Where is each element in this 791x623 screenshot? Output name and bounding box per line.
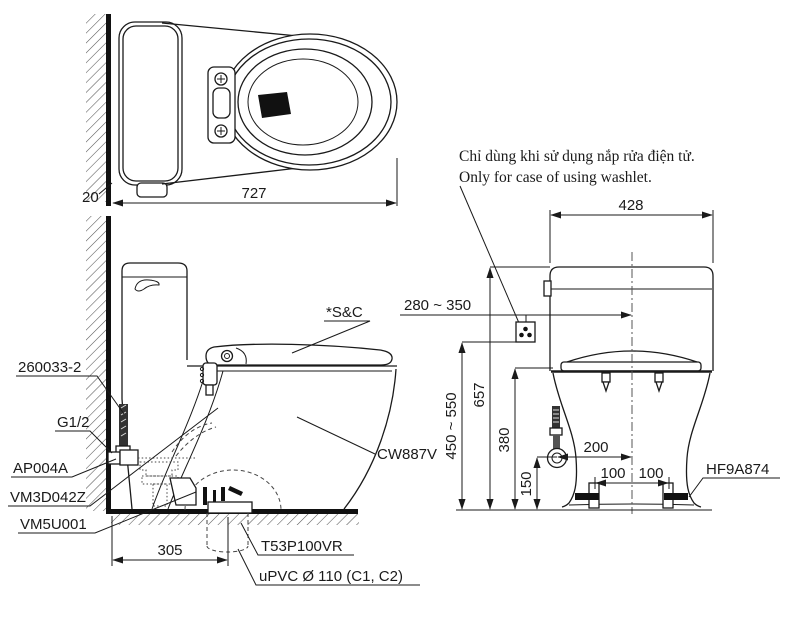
top-view: 727 20	[82, 14, 398, 207]
power-outlet-icon	[515, 321, 536, 343]
label-stop-valve: AP004A	[11, 458, 117, 478]
note-leader	[459, 185, 520, 324]
dim-100-right-text: 100	[638, 465, 663, 482]
wall-hatch	[86, 14, 107, 202]
dim-supply-offset: 200	[537, 439, 632, 461]
dim-305-text: 305	[157, 542, 182, 559]
dim-outlet-offset: 280 ~ 350	[400, 297, 632, 322]
dim-tank-width: 428	[549, 197, 714, 263]
svg-text:CW887V: CW887V	[377, 446, 437, 463]
toilet-top-view	[118, 21, 398, 198]
dim-150-text: 150	[518, 471, 535, 496]
flush-button-top	[258, 92, 291, 118]
dim-supply-height: 150	[518, 457, 541, 510]
svg-text:*S&C: *S&C	[326, 304, 363, 321]
toilet-front-view	[515, 252, 714, 514]
label-thread-size: G1/2	[55, 414, 113, 454]
svg-text:HF9A874: HF9A874	[706, 461, 769, 478]
label-seat-washlet: *S&C	[291, 304, 371, 354]
svg-text:VM3D042Z: VM3D042Z	[10, 489, 86, 506]
dim-428-text: 428	[618, 197, 643, 214]
dim-727-text: 727	[241, 185, 266, 202]
part-labels: 260033-2 G1/2 AP004A VM3D042Z VM5U001 *S…	[8, 304, 437, 586]
svg-text:AP004A: AP004A	[13, 460, 68, 477]
toilet-side-view	[107, 262, 397, 553]
dim-outlet-height: 450 ~ 550	[443, 341, 516, 510]
dim-657-text: 657	[471, 382, 488, 407]
label-fill-valve: VM3D042Z	[8, 407, 219, 507]
seat-bolts	[601, 372, 664, 394]
dim-rim-height: 380	[496, 367, 553, 510]
floor-hatch	[111, 514, 359, 525]
dim-bolt-spacing: 100 100	[594, 465, 670, 489]
dim-280-350-text: 280 ~ 350	[404, 297, 471, 314]
svg-text:T53P100VR: T53P100VR	[261, 538, 343, 555]
wall-hatch-side	[86, 216, 107, 511]
label-outlet-seal: VM5U001	[18, 491, 197, 534]
dim-100-left-text: 100	[600, 465, 625, 482]
wall-line	[106, 14, 111, 206]
washlet-seat-side	[199, 343, 393, 396]
supply-valve-front	[546, 406, 568, 469]
fill-valve	[139, 422, 217, 507]
side-view: 260033-2 G1/2 AP004A VM3D042Z VM5U001 *S…	[8, 216, 437, 586]
dim-tank-height: 657	[471, 266, 550, 510]
dim-total-length: 727	[112, 158, 398, 207]
flush-button-side	[134, 279, 160, 292]
svg-text:260033-2: 260033-2	[18, 359, 81, 376]
dim-380-text: 380	[496, 427, 513, 452]
dim-rough-in: 305	[111, 516, 229, 566]
label-bowl-model: CW887V	[296, 416, 437, 463]
floor-bolts	[575, 482, 688, 509]
dim-200-text: 200	[583, 439, 608, 456]
wall-line-side	[106, 216, 111, 513]
svg-text:VM5U001: VM5U001	[20, 516, 87, 533]
note-vietnamese: Chỉ dùng khi sử dụng nắp rửa điện tử.	[459, 148, 695, 165]
label-bolt-cap: HF9A874	[688, 461, 780, 498]
front-view: Chỉ dùng khi sử dụng nắp rửa điện tử. On…	[400, 148, 780, 514]
svg-text:G1/2: G1/2	[57, 414, 90, 431]
dim-20-text: 20	[82, 189, 99, 206]
svg-text:uPVC Ø 110 (C1, C2): uPVC Ø 110 (C1, C2)	[259, 568, 403, 585]
note-english: Only for case of using washlet.	[459, 169, 652, 186]
dim-wall-gap: 20	[82, 182, 113, 206]
label-drain-pipe: uPVC Ø 110 (C1, C2)	[237, 548, 420, 586]
label-drain-socket: T53P100VR	[240, 522, 354, 556]
label-flex-hose: 260033-2	[16, 359, 125, 415]
dim-450-550-text: 450 ~ 550	[443, 392, 460, 459]
